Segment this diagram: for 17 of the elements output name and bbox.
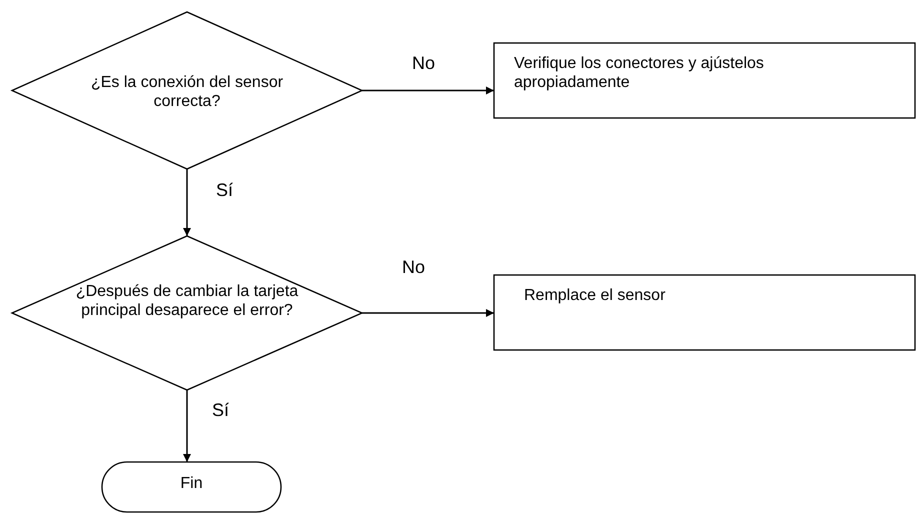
process-box [493,274,916,351]
node-text: Verifique los conectores y ajústelos apropiadamente [514,55,764,91]
node-text: Fin [180,475,203,492]
arrow [183,169,191,236]
decision-diamond [10,11,364,170]
edge-label: No [412,53,436,73]
node-text: Remplace el sensor [524,287,666,304]
process-box [493,42,916,119]
arrow [362,86,494,94]
arrow [362,309,494,317]
edge-label: Sí [216,180,234,200]
node-text: ¿Después de cambiar la tarjeta principal desaparece el error? [76,283,298,319]
arrow [183,390,191,462]
node-text: ¿Es la conexión del sensor correcta? [90,74,284,110]
decision-diamond [10,235,364,391]
edge-label: No [402,257,426,277]
edge-label: Sí [212,400,230,420]
